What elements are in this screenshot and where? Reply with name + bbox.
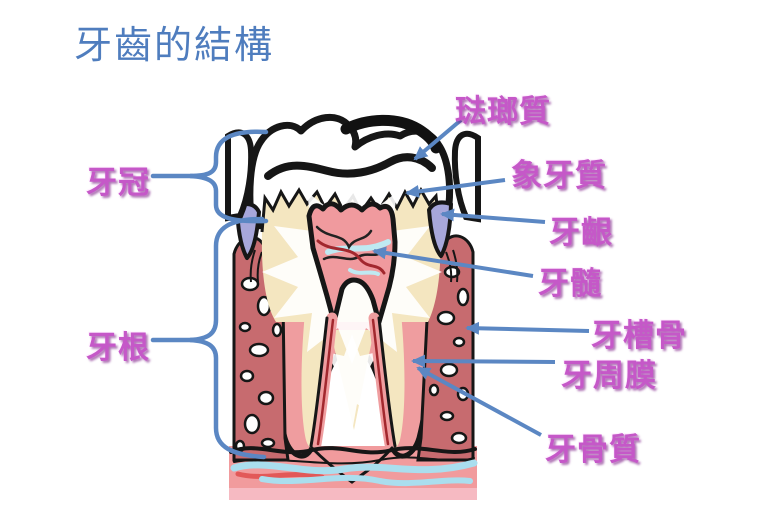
starburst-between-roots <box>322 334 382 432</box>
label-dentin: 象牙質 <box>511 158 607 193</box>
pointer-arrows <box>372 118 590 437</box>
pointer-pulp <box>372 246 534 278</box>
jaw-base-band <box>229 486 477 500</box>
label-periodontal-membrane: 牙周膜 <box>561 358 657 393</box>
label-pulp: 牙髓 <box>538 266 602 301</box>
pointer-cementum <box>416 366 542 437</box>
enamel-inner-line <box>264 153 436 180</box>
label-enamel: 琺瑯質 <box>455 94 551 129</box>
bone-hatch-lines <box>249 249 459 283</box>
braces <box>150 129 269 460</box>
label-root: 牙根 <box>86 330 150 365</box>
pointer-enamel <box>413 118 463 161</box>
pulp-chamber-shape <box>306 201 398 325</box>
label-gum: 牙齦 <box>549 215 613 250</box>
label-cementum: 牙骨質 <box>545 432 641 467</box>
pulp-vessels <box>315 225 391 276</box>
gum-vessels <box>229 446 478 487</box>
pointer-alveolar-bone <box>465 321 590 335</box>
pointer-periodontal-membrane <box>411 354 556 368</box>
label-crown: 牙冠 <box>86 165 150 200</box>
page-title: 牙齒的結構 <box>74 25 275 67</box>
adjacent-tooth-right <box>451 130 481 223</box>
pointer-dentin <box>405 178 506 198</box>
pointer-gum <box>440 208 546 224</box>
label-alveolar-bone: 牙槽骨 <box>591 318 687 353</box>
